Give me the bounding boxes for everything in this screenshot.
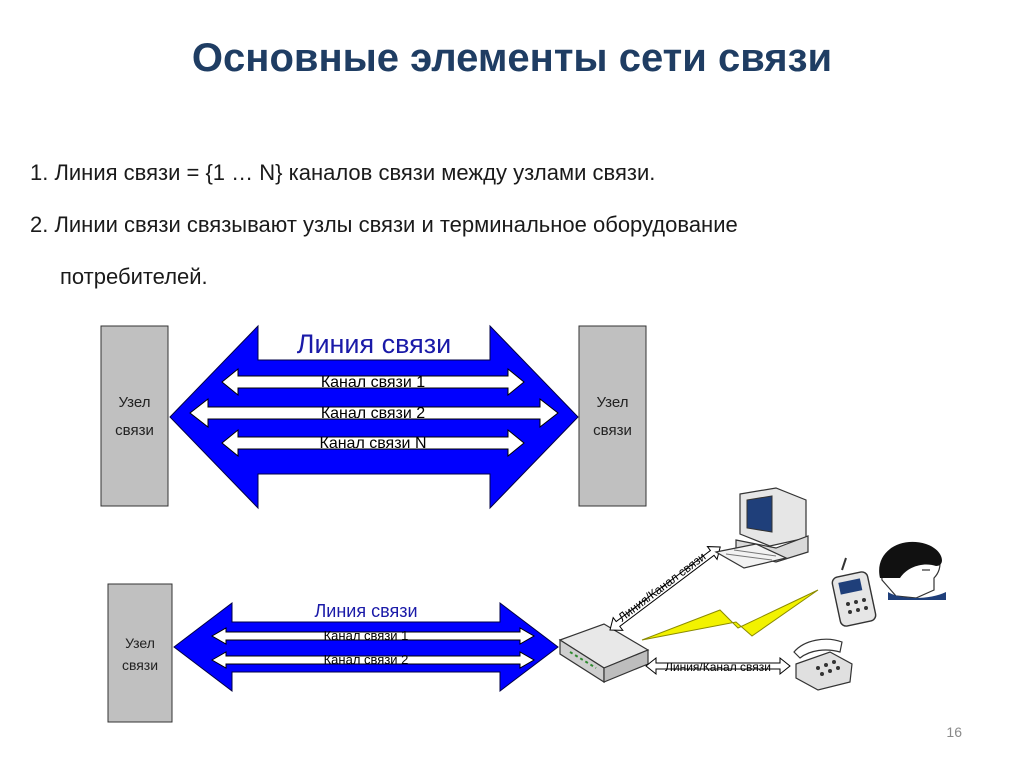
bullet-1: 1. Линия связи = {1 … N} каналов связи м…: [30, 160, 656, 185]
link-computer-arrow: [609, 546, 721, 631]
mobile-phone-icon: [831, 557, 877, 627]
telephone-icon: [793, 638, 853, 691]
router-icon: [558, 623, 650, 684]
top-channel-arrow-n: [221, 428, 525, 458]
link-phone-arrow: [645, 656, 791, 676]
top-channel-arrow-1: [221, 367, 525, 397]
computer-icon: [714, 487, 809, 569]
bottom-channel-arrow-1: [210, 627, 536, 645]
slide-title: Основные элементы сети связи: [191, 36, 833, 80]
wireless-bolt-icon: [641, 589, 819, 641]
top-channel-label-2: Канал связи 2: [321, 405, 425, 422]
top-line-label: Линия связи: [297, 329, 452, 359]
bullet-2-continued: потребителей.: [60, 264, 208, 289]
top-node-right: [578, 325, 647, 507]
top-node-right-label-text: Узел связи: [593, 394, 632, 439]
bottom-line-label: Линия связи: [314, 601, 417, 621]
page-number: 16: [946, 724, 962, 740]
top-node-right-label: Узел связи: [579, 389, 646, 445]
bottom-node-label-text: Узел связи: [121, 635, 159, 673]
bottom-channel-label-2: Канал связи 2: [324, 652, 409, 667]
top-node-left-label: Узел связи: [101, 389, 168, 445]
bottom-channel-label-1: Канал связи 1: [324, 628, 409, 643]
bottom-node: [107, 583, 173, 723]
bottom-channel-arrow-2: [210, 651, 536, 669]
bullet-2: 2. Линии связи связывают узлы связи и те…: [30, 212, 738, 237]
link-computer-label: Линия/Канал связи: [615, 549, 708, 624]
bottom-node-label: Узел связи: [108, 632, 172, 676]
top-channel-label-n: Канал связи N: [320, 435, 427, 452]
top-channel-label-1: Канал связи 1: [321, 374, 425, 391]
top-node-left: [100, 325, 169, 507]
top-node-left-label-text: Узел связи: [115, 394, 154, 439]
bottom-line-arrow: [173, 601, 559, 693]
link-phone-label: Линия/Канал связи: [665, 660, 771, 674]
person-icon: [879, 541, 946, 600]
top-channel-arrow-2: [189, 397, 559, 429]
